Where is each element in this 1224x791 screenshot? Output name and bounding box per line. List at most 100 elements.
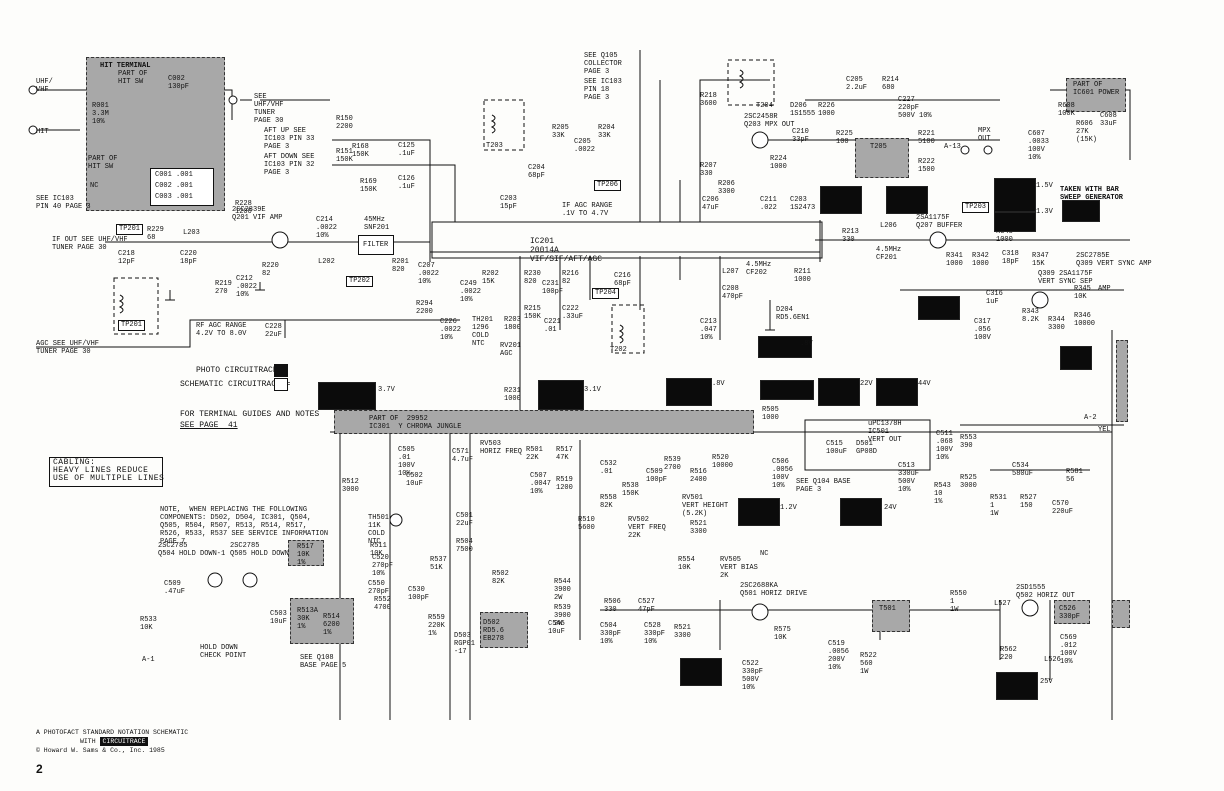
footer-with: WITH bbox=[80, 738, 96, 745]
r558-label: R558 82K bbox=[600, 494, 617, 510]
cabling-note: CABLING: HEAVY LINES REDUCE USE OF MULTI… bbox=[49, 457, 164, 487]
c501-label: C501 22uF bbox=[456, 512, 473, 528]
right-edge-shade-2 bbox=[1116, 340, 1128, 422]
waveform-9 bbox=[760, 380, 814, 400]
rv201-label: RV201 AGC bbox=[500, 342, 522, 358]
r514-label: R514 6200 1% bbox=[323, 613, 340, 637]
t501-shade: T501 bbox=[872, 600, 910, 632]
waveform-6-value: 44V bbox=[918, 380, 931, 388]
c506-label: C506 .0056 100V 10% bbox=[772, 458, 794, 490]
waveform-1-value: 3.7V bbox=[378, 386, 395, 394]
c520-label: C520 270pF 10% bbox=[372, 554, 394, 578]
aft-up-label: AFT UP SEE IC103 PIN 33 PAGE 3 bbox=[264, 127, 315, 151]
if-agc-range: IF AGC RANGE .1V TO 4.7V bbox=[562, 202, 613, 218]
footer: A PHOTOFACT STANDARD NOTATION SCHEMATIC … bbox=[36, 728, 188, 755]
c526-shade: C526 330pF bbox=[1054, 600, 1090, 624]
waveform-14 bbox=[680, 658, 722, 686]
r608-label: R608 100K bbox=[1058, 102, 1075, 118]
see-ic103-pin40: SEE IC103 PIN 40 PAGE 3 bbox=[36, 195, 91, 211]
d503-label: D503 RGP01 -17 bbox=[454, 632, 476, 656]
c203b-label: C203 1S2473 bbox=[790, 196, 816, 212]
r559-label: R559 220K 1% bbox=[428, 614, 445, 638]
c227-label: C227 220pF 500V 10% bbox=[898, 96, 932, 120]
l202-label: L202 bbox=[318, 258, 335, 266]
amp-label: AMP bbox=[1098, 285, 1111, 293]
r527-label: R527 150 bbox=[1020, 494, 1037, 510]
r505-label: R505 1000 bbox=[762, 406, 779, 422]
c534-label: C534 580uF bbox=[1012, 462, 1034, 478]
footer-line1: A PHOTOFACT STANDARD NOTATION SCHEMATIC bbox=[36, 729, 189, 736]
q309-label: Q309 2SA1175F VERT SYNC SEP bbox=[1038, 270, 1093, 286]
r506-label: R506 330 bbox=[604, 598, 621, 614]
t501-label: T501 bbox=[879, 605, 896, 613]
c509-label: C509 100pF bbox=[646, 468, 668, 484]
q201-label: 2SC2839E Q201 VIF AMP bbox=[232, 206, 283, 222]
waveform-16 bbox=[820, 186, 862, 214]
d502-label: D502 RD5.6 EB278 bbox=[483, 619, 505, 643]
t203-label: T203 bbox=[486, 142, 503, 150]
r581-label: R581 56 bbox=[1066, 468, 1083, 484]
th201-label: TH201 1296 COLD NTC bbox=[472, 316, 494, 348]
hit-label: HIT bbox=[36, 128, 49, 136]
r345-label: R345 10K bbox=[1074, 285, 1091, 301]
aft-down-label: AFT DOWN SEE IC103 PIN 32 PAGE 3 bbox=[264, 153, 315, 177]
see-q105: SEE Q105 COLLECTOR PAGE 3 bbox=[584, 52, 622, 76]
c203-label: C203 15pF bbox=[500, 195, 517, 211]
r150-label: R150 2200 bbox=[336, 115, 353, 131]
q502-label: 2SD1555 Q502 HORIZ OUT bbox=[1016, 584, 1075, 600]
c228-label: C228 22uF bbox=[265, 323, 282, 339]
r525-label: R525 3000 bbox=[960, 474, 977, 490]
r343-label: R343 8.2K bbox=[1022, 308, 1039, 324]
snf201-label: 45MHz SNF201 bbox=[364, 216, 390, 232]
t204-label: T204 bbox=[756, 102, 773, 110]
r533-label: R533 10K bbox=[140, 616, 157, 632]
l527-label: L527 bbox=[994, 600, 1011, 608]
c213-label: C213 .047 10% bbox=[700, 318, 717, 342]
r151-label: R151 150K bbox=[336, 148, 353, 164]
q207-label: 2SA1175F Q207 BUFFER bbox=[916, 214, 963, 230]
r517b-label: R517 10K 1% bbox=[297, 543, 314, 567]
r512-label: R512 3000 bbox=[342, 478, 359, 494]
c226-label: C226 .0022 10% bbox=[440, 318, 462, 342]
waveform-4 bbox=[758, 336, 812, 358]
r228-label: R228 1200 bbox=[235, 200, 252, 216]
uhf-vhf-label: UHF/ VHF bbox=[36, 78, 53, 94]
ic301-bar: PART OF 29952 IC301 Y CHROMA JUNGLE bbox=[334, 410, 754, 434]
r550-label: R550 1 1W bbox=[950, 590, 967, 614]
c519-label: C519 .0056 200V 10% bbox=[828, 640, 850, 672]
tp206: TP206 bbox=[594, 180, 622, 191]
c513-label: C513 330uF 500V 10% bbox=[898, 462, 920, 494]
hit-row-2: C002 .001 bbox=[155, 182, 193, 190]
waveform-11 bbox=[994, 212, 1036, 232]
hold-down-check: HOLD DOWN CHECK POINT bbox=[200, 644, 247, 660]
nc-vert-label: NC bbox=[760, 550, 769, 558]
c210-label: C210 33pF bbox=[792, 128, 809, 144]
snf201-filter-box: FILTER bbox=[358, 235, 394, 255]
r346-label: R346 10000 bbox=[1074, 312, 1096, 328]
r229-label: R229 68 bbox=[147, 226, 164, 242]
c607-label: C607 .0033 100V 10% bbox=[1028, 130, 1050, 162]
hit-part-of-label: PART OF HIT SW bbox=[118, 70, 148, 86]
taken-with-label: TAKEN WITH BAR SWEEP GENERATOR bbox=[1060, 186, 1124, 202]
filter-label: FILTER bbox=[363, 241, 389, 249]
r520-label: R520 10000 bbox=[712, 454, 734, 470]
c214-label: C214 .0022 10% bbox=[316, 216, 338, 240]
r001-label: R001 3.3M 10% bbox=[92, 102, 109, 126]
rf-agc-range: RF AGC RANGE 4.2V TO 8.0V bbox=[196, 322, 247, 338]
footer-line2: WITH CIRCUITRACE bbox=[36, 737, 188, 746]
r521-label: R521 3300 bbox=[690, 520, 707, 536]
c204-label: C204 68pF bbox=[528, 164, 545, 180]
waveform-sweep bbox=[1062, 200, 1100, 222]
waveform-8-value: 24V bbox=[884, 504, 897, 512]
r341-label: R341 1000 bbox=[946, 252, 963, 268]
waveform-1 bbox=[318, 382, 376, 410]
circuitrace-logo: CIRCUITRACE bbox=[99, 737, 149, 746]
r538-label: R538 150K bbox=[622, 482, 639, 498]
rv505-label: RV505 VERT BIAS 2K bbox=[720, 556, 758, 580]
see-tuner-page30: SEE UHF/VHF TUNER PAGE 30 bbox=[254, 93, 284, 125]
r522-label: R522 560 1W bbox=[860, 652, 877, 676]
r206-label: R206 3300 bbox=[718, 180, 735, 196]
r230-label: R230 820 bbox=[524, 270, 541, 286]
r220-label: R220 82 bbox=[262, 262, 279, 278]
r216-label: R216 82 bbox=[562, 270, 579, 286]
